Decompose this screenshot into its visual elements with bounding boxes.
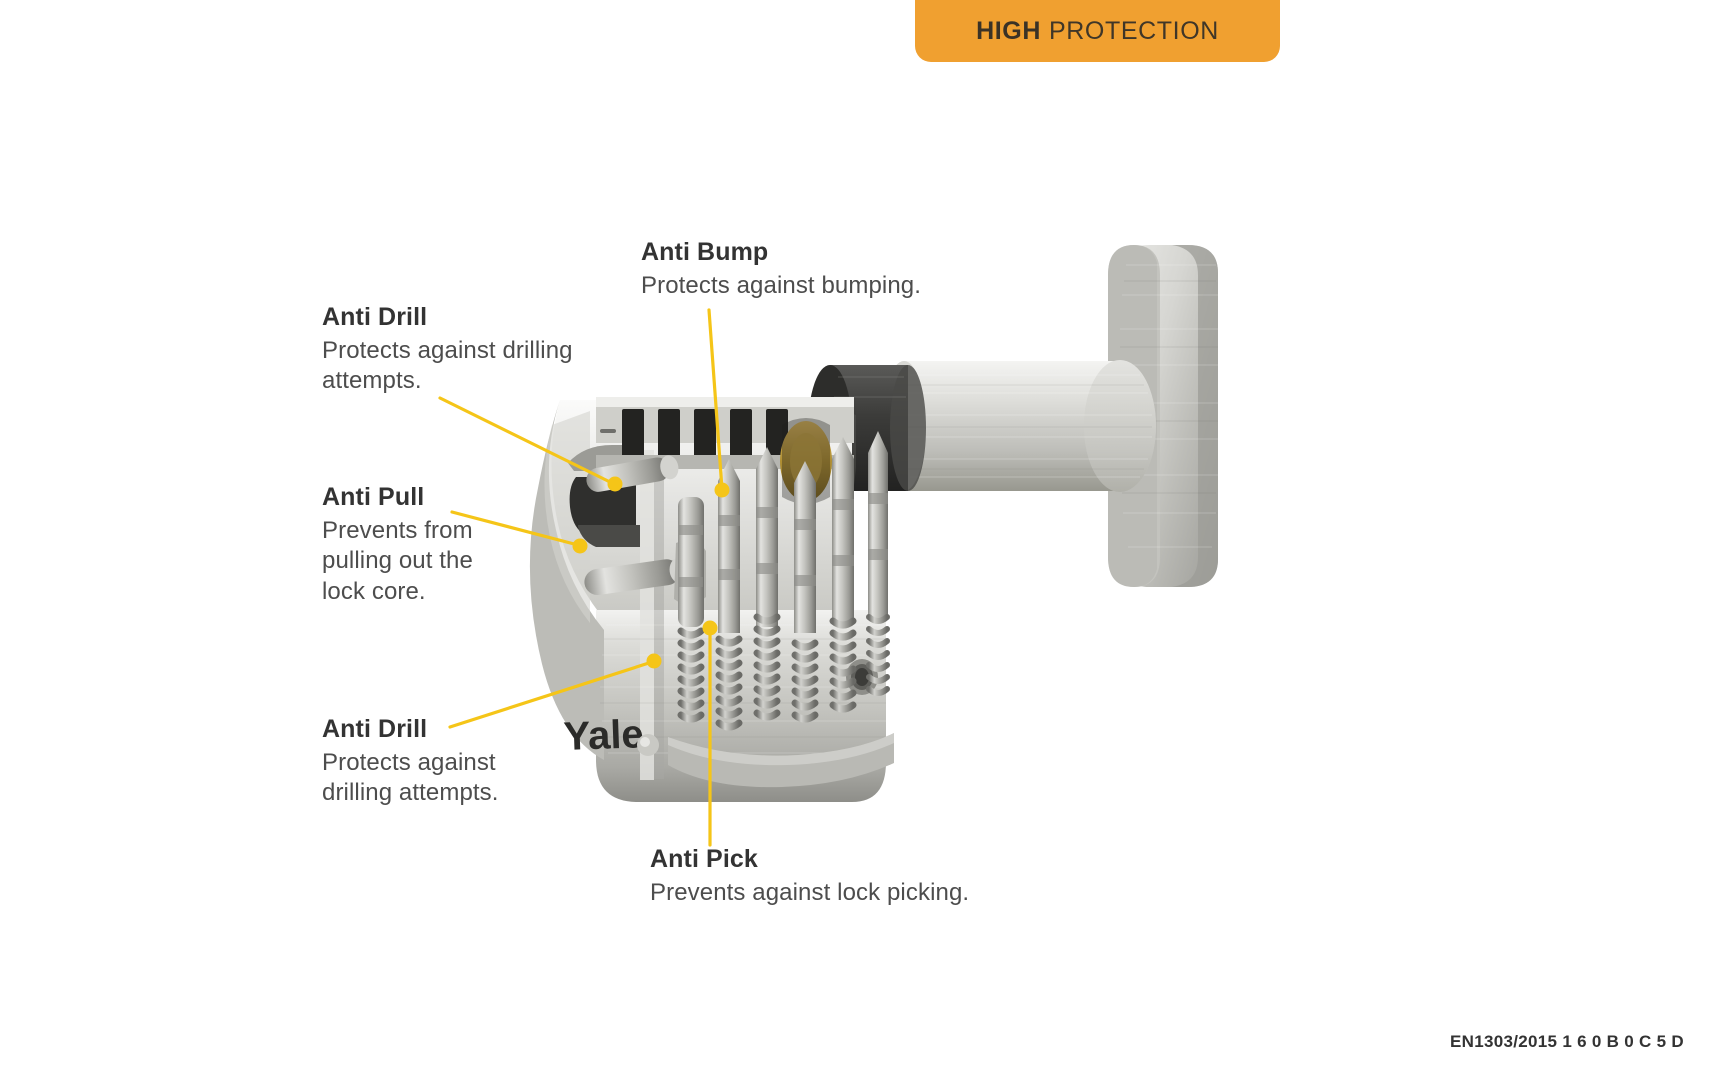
banner-light-label: PROTECTION: [1049, 16, 1219, 45]
pin-column: [866, 431, 890, 696]
callout-anti-bump: Anti Bump Protects against bumping.: [641, 238, 981, 301]
callout-anti-pick: Anti Pick Prevents against lock picking.: [650, 845, 1030, 908]
callout-description: Protects against bumping.: [641, 271, 921, 299]
protection-level-banner: HIGH PROTECTION: [915, 0, 1280, 62]
callout-description: Protects against drilling attempts.: [322, 748, 499, 807]
pin-column: [715, 459, 743, 731]
callout-title: Anti Drill: [322, 715, 428, 743]
pin-column: [677, 497, 705, 723]
callout-anti-pull: Anti Pull Prevents from pulling out the …: [322, 483, 522, 608]
product-illustration: E: [500, 225, 1320, 825]
callout-anti-drill-bottom: Anti Drill Protects against drilling att…: [322, 715, 562, 809]
pin-column: [791, 461, 819, 723]
callout-title: Anti Bump: [641, 238, 769, 266]
callout-title: Anti Pull: [322, 483, 425, 511]
pin-column: [829, 437, 857, 713]
callout-description: Protects against drilling attempts.: [322, 336, 573, 395]
pin-housing-rail: [668, 733, 894, 788]
banner-strong-label: HIGH: [976, 16, 1041, 45]
callout-description: Prevents from pulling out the lock core.: [322, 516, 473, 605]
pin-column: [753, 447, 781, 721]
callout-anti-drill-top: Anti Drill Protects against drilling att…: [322, 303, 622, 397]
pin-stack-group: [637, 431, 890, 756]
yale-brand-mark: Yale: [563, 712, 645, 759]
callout-title: Anti Pick: [650, 845, 758, 873]
callout-description: Prevents against lock picking.: [650, 878, 970, 906]
callout-title: Anti Drill: [322, 303, 428, 331]
svg-text:Yale: Yale: [563, 712, 645, 759]
en-standard-code: EN1303/2015 1 6 0 B 0 C 5 D: [1450, 1032, 1684, 1051]
